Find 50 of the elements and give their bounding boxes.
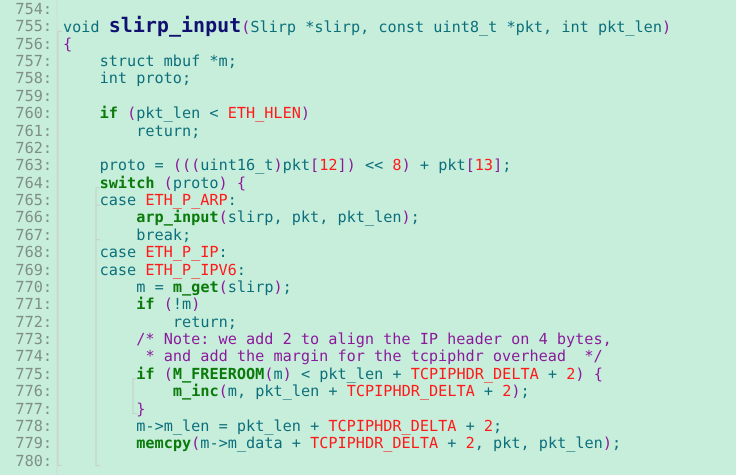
line-number: 771: [14, 295, 52, 314]
code-line: void slirp_input(Slirp *slirp, const uint8_t *pkt, int pkt_len) [63, 16, 672, 36]
code-line: m_inc(m, pkt_len + TCPIPHDR_DELTA + 2); [172, 382, 530, 400]
line-number: 759: [14, 86, 52, 105]
line-number: 761: [14, 122, 52, 140]
code-line: switch (proto) { [100, 174, 246, 192]
code-line: } [136, 400, 146, 418]
code-line: if (!m) [136, 295, 200, 314]
line-number: 758: [14, 69, 52, 88]
line-number: 763: [14, 156, 52, 174]
line-number: 754: [14, 0, 52, 18]
line-number: 765: [14, 191, 52, 210]
code-line: m = m_get(slirp); [136, 278, 292, 296]
line-number: 779: [14, 434, 52, 452]
line-number: 776: [14, 382, 52, 400]
line-number: 755: [14, 17, 52, 36]
line-number: 760: [14, 104, 52, 122]
line-number: 769: [14, 260, 52, 279]
code-comment: * and add the margin for the tcpiphdr overhead */ [145, 347, 603, 366]
code-line: return; [136, 122, 200, 140]
code-line: arp_input(slirp, pkt, pkt_len); [136, 208, 420, 226]
line-number: 757: [14, 52, 52, 70]
code-line: return; [172, 312, 237, 331]
line-number: 772: [14, 312, 52, 331]
code-line: int proto; [100, 69, 192, 88]
line-number: 768: [14, 243, 52, 262]
code-line: case ETH_P_IP: [100, 243, 228, 262]
code-line: struct mbuf *m; [100, 52, 237, 70]
code-line: break; [136, 226, 192, 244]
code-line: proto = (((uint16_t)pkt[12]) << 8) + pkt[13]; [100, 156, 512, 174]
line-number: 770: [14, 278, 52, 296]
line-number: 774: [14, 347, 52, 366]
line-number: 780: [14, 452, 52, 470]
code-line: { [63, 34, 72, 53]
code-comment: /* Note: we add 2 to align the IP header on 4 bytes, [136, 330, 612, 348]
line-number: 775: [14, 364, 52, 383]
code-line: m->m_len = pkt_len + TCPIPHDR_DELTA + 2; [136, 416, 502, 435]
code-line: case ETH_P_IPV6: [100, 260, 246, 279]
line-number: 756: [14, 34, 52, 53]
code-line: if (pkt_len < ETH_HLEN) [100, 104, 310, 122]
line-number: 764: [14, 174, 52, 192]
line-number: 767: [14, 226, 52, 244]
line-number: 773: [14, 330, 52, 348]
line-number: 777: [14, 400, 52, 418]
line-number: 778: [14, 416, 52, 435]
code-line: case ETH_P_ARP: [100, 191, 237, 210]
code-line: if (M_FREEROOM(m) < pkt_len + TCPIPHDR_DELTA + 2) { [136, 364, 603, 383]
code-line: memcpy(m->m_data + TCPIPHDR_DELTA + 2, pkt, pkt_len); [136, 434, 622, 452]
line-number: 766: [14, 208, 52, 226]
line-number: 762: [14, 138, 52, 157]
